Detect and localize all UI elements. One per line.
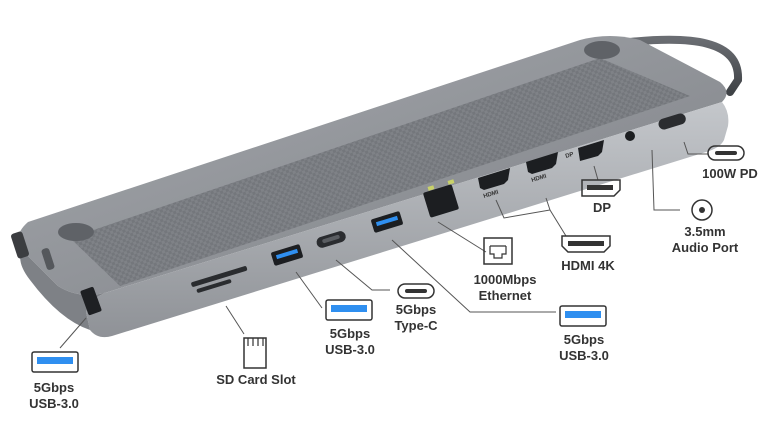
label-usb-c-line2: Type-C [394,318,438,333]
label-usb-mid-line1: 5Gbps [329,326,371,341]
pd-port [658,113,686,130]
label-usb-left-line1: 5Gbps [33,380,75,395]
rubber-foot-right [584,41,620,59]
leader-usb-mid [295,271,323,309]
usb-a-icon-right [559,305,607,327]
label-audio-line2: Audio Port [671,240,739,255]
front-ports [191,113,686,293]
label-usb-right: 5Gbps USB-3.0 [546,332,622,364]
leader-ethernet [437,221,487,253]
ethernet-port [423,184,459,218]
label-sd-line1: SD Card Slot [216,372,296,387]
leader-lines [59,141,708,349]
leader-audio [651,149,680,211]
label-usb-left-line2: USB-3.0 [29,396,79,411]
label-audio-line1: 3.5mm [684,224,726,239]
leader-usb-left [59,317,87,349]
label-usb-right-line2: USB-3.0 [559,348,609,363]
dp-mark: DP [565,152,575,160]
hdmi-port-1 [478,168,510,190]
dp-port [578,140,604,161]
label-usb-mid-line2: USB-3.0 [325,342,375,357]
label-usb-c: 5Gbps Type-C [380,302,452,334]
leader-pd [683,141,708,155]
label-audio: 3.5mm Audio Port [660,224,750,256]
leader-usb-c [335,259,390,291]
hdmi-mark-1: HDMI [483,190,500,200]
usb-c-cable [626,35,743,96]
label-hdmi-line1: HDMI 4K [561,258,615,273]
label-pd-line1: 100W PD [702,166,758,181]
label-dp-line1: DP [592,200,612,215]
leader-dp [593,165,599,181]
left-end-slot [41,248,55,270]
side-usb-port [80,286,102,316]
label-usb-mid: 5Gbps USB-3.0 [312,326,388,358]
label-ethernet-line1: 1000Mbps [473,272,537,287]
sd-card-icon [243,337,267,369]
label-usb-right-line1: 5Gbps [563,332,605,347]
leader-hdmi [495,197,567,237]
leader-usb-right [391,239,556,313]
hdmi-icon [561,235,611,253]
audio-jack [625,131,635,141]
ethernet-icon [483,237,513,265]
label-hdmi: HDMI 4K [552,258,624,274]
label-dp: DP [578,200,626,216]
rubber-foot-left [58,223,94,241]
microsd-slot [196,279,232,293]
textured-panel [70,58,690,286]
usb-a-icon-left [31,351,79,373]
hdmi-port-2 [526,152,558,174]
hub-front-face [86,102,729,338]
sd-slot [191,266,248,287]
hub-left-end [20,250,109,330]
usb-a-icon-mid [325,299,373,321]
label-usb-c-line1: 5Gbps [395,302,437,317]
leader-sd [225,305,245,335]
label-usb-left: 5Gbps USB-3.0 [16,380,92,412]
hdmi-mark-2: HDMI [531,174,548,184]
left-end-vent [11,231,29,259]
label-pd: 100W PD [692,166,768,182]
label-ethernet: 1000Mbps Ethernet [460,272,550,304]
audio-jack-icon [691,199,713,221]
displayport-icon [581,179,621,197]
usb-c-icon-2 [397,283,435,299]
usb-c-icon [707,145,745,161]
label-sd: SD Card Slot [200,372,312,388]
label-ethernet-line2: Ethernet [478,288,532,303]
